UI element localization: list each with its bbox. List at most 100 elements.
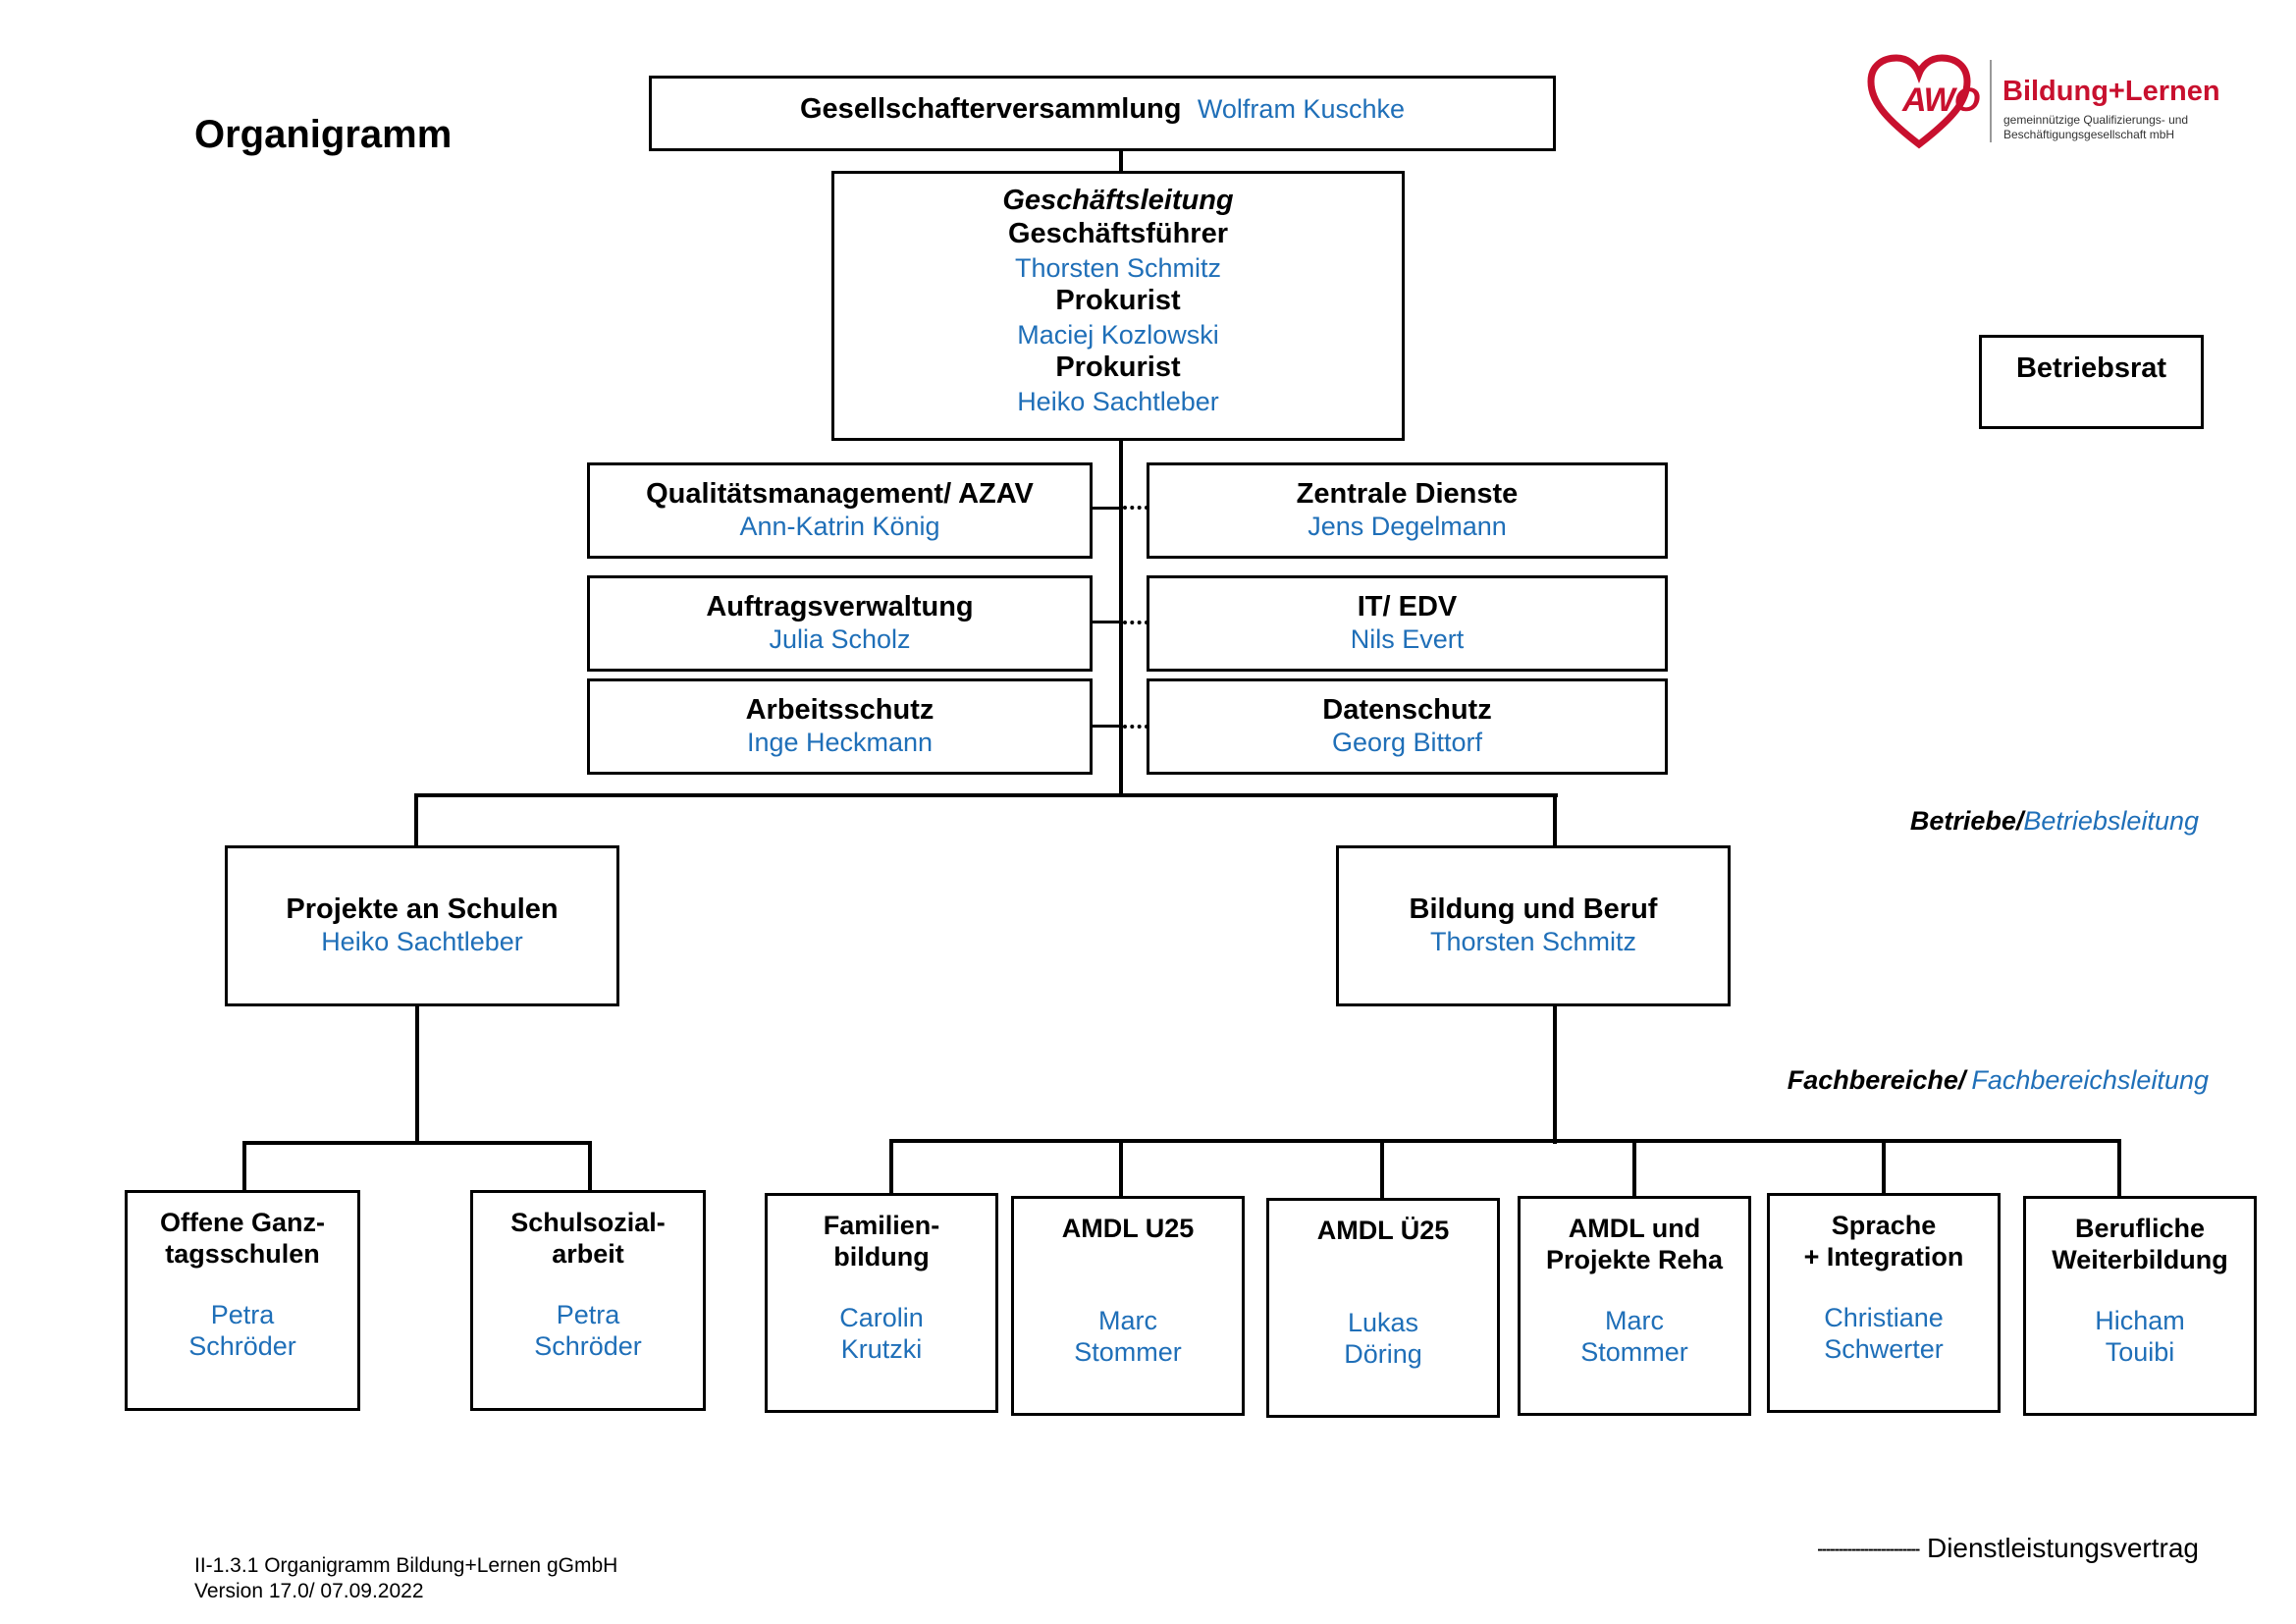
gl-name3: Heiko Sachtleber — [1017, 387, 1219, 416]
fb-label-1: AMDL und — [1568, 1214, 1701, 1243]
service-contract-line — [1123, 725, 1148, 729]
betrieb-label: Projekte an Schulen — [286, 893, 559, 925]
box-betriebsrat: Betriebsrat — [1979, 335, 2204, 429]
connector — [588, 1141, 592, 1192]
connector — [415, 1006, 419, 1144]
footer-line-1: II-1.3.1 Organigramm Bildung+Lernen gGmb… — [194, 1554, 618, 1577]
logo-sub2: Beschäftigungsgesellschaft mbH — [2003, 128, 2175, 141]
box-amdl-u25: AMDL U25 Marc Stommer — [1011, 1196, 1245, 1416]
staff-label: Arbeitsschutz — [745, 694, 934, 726]
fachbereiche-legend: Fachbereiche/Fachbereichsleitung — [1747, 1064, 2209, 1096]
fb-label-1: Offene Ganz- — [159, 1208, 325, 1237]
fb-label-2 — [1269, 1246, 1497, 1277]
logo-sub1: gemeinnützige Qualifizierungs- und — [2003, 113, 2189, 127]
fb-label-1: Familien- — [823, 1211, 940, 1240]
fb-name-1: Hicham — [2095, 1306, 2185, 1335]
fb-label-2: + Integration — [1803, 1242, 1964, 1272]
connector — [1882, 1139, 1886, 1194]
betrieb-name: Heiko Sachtleber — [321, 927, 523, 956]
connector — [1553, 1006, 1557, 1144]
fb-name-2: Touibi — [2105, 1337, 2175, 1367]
betrieb-label: Bildung und Beruf — [1409, 893, 1658, 925]
fb-label-2: Weiterbildung — [2052, 1245, 2228, 1274]
gesellschafter-name: Wolfram Kuschke — [1197, 94, 1405, 124]
connector — [1119, 1139, 1123, 1196]
box-amdl-projekte-reha: AMDL und Projekte Reha Marc Stommer — [1518, 1196, 1751, 1416]
box-schulsozialarbeit: Schulsozial- arbeit Petra Schröder — [470, 1190, 706, 1411]
betriebe-legend: Betriebe/Betriebsleitung — [1865, 805, 2199, 837]
box-arbeitsschutz: Arbeitsschutz Inge Heckmann — [587, 678, 1093, 775]
connector — [414, 793, 418, 848]
fb-name-2: Schröder — [534, 1331, 642, 1361]
fb-name-1: Carolin — [839, 1303, 924, 1332]
logo-mark: AWO — [1902, 81, 1980, 119]
contract-legend: ------------------------ Dienstleistungs… — [1669, 1532, 2199, 1567]
staff-label: IT/ EDV — [1357, 591, 1458, 623]
fb-label-2: tagsschulen — [165, 1239, 320, 1269]
staff-name: Nils Evert — [1350, 624, 1465, 654]
box-projekte-an-schulen: Projekte an Schulen Heiko Sachtleber — [225, 845, 619, 1006]
fb-name-1: Christiane — [1824, 1303, 1944, 1332]
fb-label-2 — [1014, 1244, 1242, 1275]
connector — [1092, 507, 1121, 510]
connector — [1119, 150, 1123, 174]
service-contract-line — [1123, 506, 1148, 510]
box-gesellschafterversammlung: Gesellschafterversammlung Wolfram Kuschk… — [649, 76, 1556, 151]
fb-label-1: Berufliche — [2074, 1214, 2206, 1243]
fachbereiche-legend-bold: Fachbereiche/ — [1787, 1065, 1966, 1095]
staff-label: Datenschutz — [1322, 694, 1492, 726]
connector — [2117, 1139, 2121, 1196]
connector — [889, 1139, 2120, 1143]
contract-legend-dashes: ------------------------ — [1817, 1541, 1920, 1558]
connector — [1119, 440, 1123, 795]
fb-name-2: Döring — [1344, 1339, 1422, 1369]
page-title: Organigramm — [194, 113, 453, 156]
gl-role1: Geschäftsführer — [1007, 218, 1228, 249]
fb-label-1: AMDL Ü25 — [1316, 1216, 1450, 1245]
staff-name: Georg Bittorf — [1331, 728, 1483, 757]
staff-label: Qualitätsmanagement/ AZAV — [646, 478, 1034, 510]
box-auftragsverwaltung: Auftragsverwaltung Julia Scholz — [587, 575, 1093, 672]
box-amdl-ue25: AMDL Ü25 Lukas Döring — [1266, 1198, 1500, 1418]
staff-label: Zentrale Dienste — [1296, 478, 1519, 510]
footer-line-2: Version 17.0/ 07.09.2022 — [194, 1580, 424, 1602]
staff-name: Inge Heckmann — [746, 728, 934, 757]
box-bildung-und-beruf: Bildung und Beruf Thorsten Schmitz — [1336, 845, 1731, 1006]
awo-logo: AWO Bildung+Lernen gemeinnützige Qualifi… — [1865, 54, 2220, 152]
connector — [242, 1141, 592, 1145]
staff-name: Ann-Katrin König — [739, 512, 940, 541]
fb-name-1: Marc — [1605, 1306, 1664, 1335]
fb-label-2: bildung — [833, 1242, 930, 1272]
heart-icon — [1867, 54, 1971, 149]
connector — [414, 793, 1558, 797]
connector — [1380, 1139, 1384, 1198]
fb-name-1: Marc — [1098, 1306, 1157, 1335]
logo-divider — [1990, 60, 1992, 142]
gl-heading: Geschäftsleitung — [1002, 185, 1234, 216]
box-offene-ganztagsschulen: Offene Ganz- tagsschulen Petra Schröder — [125, 1190, 360, 1411]
staff-name: Julia Scholz — [769, 624, 911, 654]
fb-name-1: Lukas — [1347, 1308, 1419, 1337]
gesellschafter-label: Gesellschafterversammlung — [800, 93, 1182, 125]
connector — [1553, 793, 1557, 848]
gl-name2: Maciej Kozlowski — [1017, 320, 1219, 350]
fb-name-2: Schwerter — [1824, 1334, 1944, 1364]
box-berufliche-weiterbildung: Berufliche Weiterbildung Hicham Touibi — [2023, 1196, 2257, 1416]
box-familienbildung: Familien- bildung Carolin Krutzki — [765, 1193, 998, 1413]
service-contract-line — [1123, 621, 1148, 624]
box-datenschutz: Datenschutz Georg Bittorf — [1147, 678, 1668, 775]
connector — [242, 1141, 246, 1192]
box-it-edv: IT/ EDV Nils Evert — [1147, 575, 1668, 672]
box-geschaeftsleitung: Geschäftsleitung Geschäftsführer Thorste… — [831, 171, 1405, 441]
betriebe-legend-bold: Betriebe/ — [1909, 806, 2024, 836]
connector — [1092, 725, 1121, 728]
staff-name: Jens Degelmann — [1308, 512, 1507, 541]
gl-name1: Thorsten Schmitz — [1014, 253, 1222, 283]
fb-name-1: Petra — [210, 1300, 275, 1329]
connector — [889, 1139, 893, 1196]
staff-label: Auftragsverwaltung — [706, 591, 974, 623]
connector — [1632, 1139, 1636, 1196]
fb-name-2: Schröder — [188, 1331, 296, 1361]
box-zentrale-dienste: Zentrale Dienste Jens Degelmann — [1147, 462, 1668, 559]
logo-name: Bildung+Lernen — [2002, 76, 2220, 107]
